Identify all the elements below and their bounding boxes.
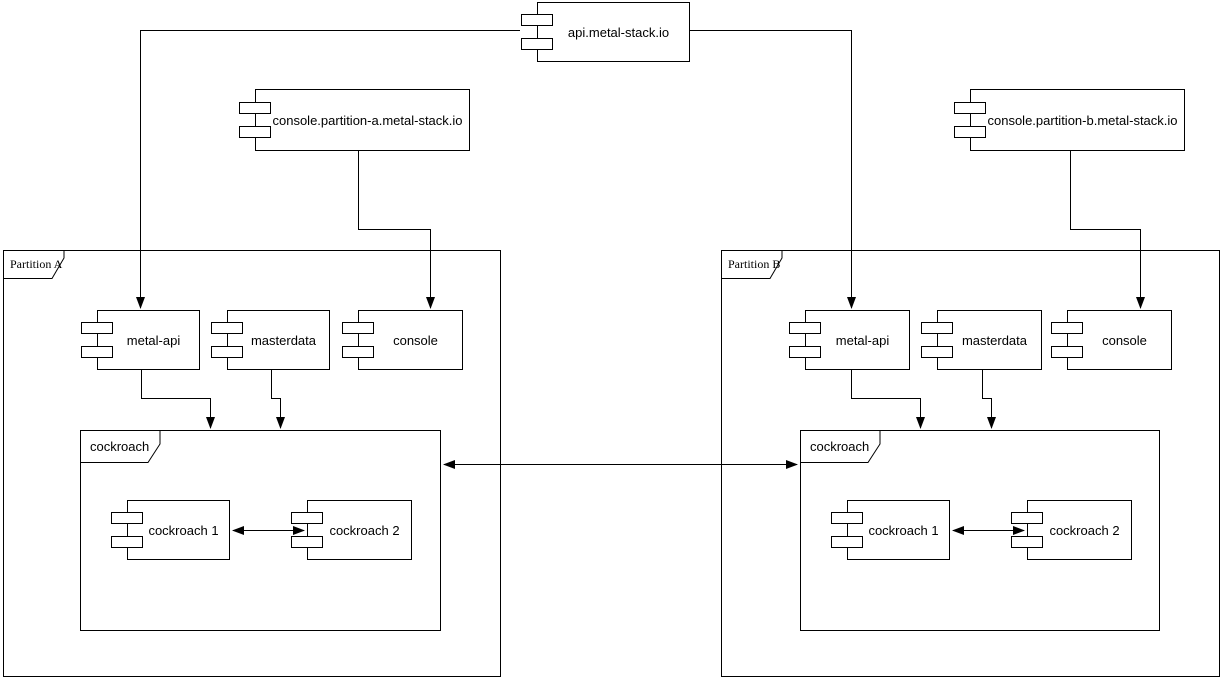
uml-component-icon <box>954 102 986 138</box>
component-label: console <box>1102 332 1147 348</box>
component-cockroach-2-b[interactable]: cockroach 2 <box>1011 500 1132 560</box>
component-label: metal-api <box>835 332 890 348</box>
component-label: cockroach 1 <box>868 522 939 538</box>
component-cockroach-2-a[interactable]: cockroach 2 <box>291 500 412 560</box>
component-cockroach-1-a[interactable]: cockroach 1 <box>111 500 230 560</box>
edge-metal-api-a-to-cockroach-a <box>141 370 215 429</box>
edge-api-to-metal-api-b <box>690 30 856 309</box>
partition-b-label: Partition B <box>728 257 781 271</box>
cockroach-a-label: cockroach <box>90 439 150 454</box>
uml-component-icon <box>342 322 374 358</box>
partition-b-tab <box>721 250 783 279</box>
partition-a-label: Partition A <box>10 257 63 271</box>
uml-component-icon <box>1011 512 1043 548</box>
component-console-partition-b[interactable]: console.partition-b.metal-stack.io <box>954 89 1185 151</box>
component-label: cockroach 1 <box>148 522 219 538</box>
component-console-b[interactable]: console <box>1051 310 1172 370</box>
component-label: masterdata <box>250 332 317 348</box>
component-api[interactable]: api.metal-stack.io <box>521 2 690 62</box>
component-cockroach-1-b[interactable]: cockroach 1 <box>831 500 950 560</box>
component-console-a[interactable]: console <box>342 310 463 370</box>
uml-component-icon <box>81 322 113 358</box>
component-label: api.metal-stack.io <box>567 24 670 40</box>
cockroach-b-frame[interactable] <box>800 430 1160 631</box>
edge-masterdata-a-to-cockroach-a <box>271 370 285 429</box>
component-label: metal-api <box>126 332 181 348</box>
uml-component-icon <box>521 14 553 50</box>
component-label: console <box>393 332 438 348</box>
cockroach-a-tab <box>80 430 161 463</box>
component-label: cockroach 2 <box>1049 522 1120 538</box>
uml-component-icon <box>239 102 271 138</box>
edge-console-partition-b-to-console-b <box>1070 151 1145 309</box>
uml-component-icon <box>789 322 821 358</box>
uml-component-icon <box>1051 322 1083 358</box>
component-label: console.partition-a.metal-stack.io <box>272 112 463 128</box>
edge-api-to-metal-api-a <box>136 30 520 309</box>
component-masterdata-b[interactable]: masterdata <box>921 310 1042 370</box>
component-metal-api-a[interactable]: metal-api <box>81 310 200 370</box>
cockroach-b-label: cockroach <box>810 439 870 454</box>
uml-component-icon <box>211 322 243 358</box>
component-console-partition-a[interactable]: console.partition-a.metal-stack.io <box>239 89 470 151</box>
component-metal-api-b[interactable]: metal-api <box>789 310 910 370</box>
edge-masterdata-b-to-cockroach-b <box>982 370 996 429</box>
edge-console-partition-a-to-console-a <box>358 151 435 309</box>
uml-component-icon <box>111 512 143 548</box>
partition-a-tab <box>3 250 65 279</box>
component-label: console.partition-b.metal-stack.io <box>987 112 1178 128</box>
component-masterdata-a[interactable]: masterdata <box>211 310 330 370</box>
cockroach-a-frame[interactable] <box>80 430 441 631</box>
uml-component-icon <box>291 512 323 548</box>
edge-metal-api-b-to-cockroach-b <box>851 370 925 429</box>
component-label: masterdata <box>961 332 1028 348</box>
cockroach-b-tab <box>800 430 881 463</box>
component-label: cockroach 2 <box>329 522 400 538</box>
uml-component-icon <box>831 512 863 548</box>
uml-component-icon <box>921 322 953 358</box>
